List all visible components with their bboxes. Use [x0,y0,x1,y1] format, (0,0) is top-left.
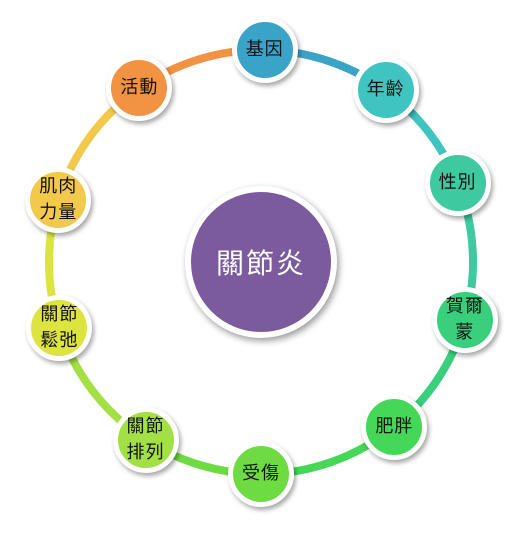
factor-node: 賀爾蒙 [431,287,498,354]
factor-label: 受傷 [242,463,280,484]
factor-node: 性別 [424,149,491,216]
factor-label: 肌肉力量 [39,176,78,224]
factor-label: 賀爾蒙 [445,296,484,344]
factor-label: 活動 [120,77,159,99]
factor-label: 肥胖 [375,415,414,437]
factor-node: 活動 [106,55,173,122]
factor-label: 關節排列 [126,415,165,463]
factor-label: 年齡 [366,79,405,101]
factor-label: 關節鬆弛 [40,303,79,351]
center-label: 關節炎 [215,247,306,280]
factor-label: 性別 [438,171,477,193]
center-node: 關節炎 [185,186,337,338]
factor-label: 基因 [245,39,284,61]
factor-node: 肌肉力量 [25,167,92,234]
factor-node: 肥胖 [361,393,428,460]
factor-node: 年齡 [352,57,419,124]
factor-node: 關節排列 [112,406,179,473]
factor-node: 受傷 [228,441,294,507]
factor-node: 關節鬆弛 [26,294,93,361]
factor-node: 基因 [231,17,298,84]
